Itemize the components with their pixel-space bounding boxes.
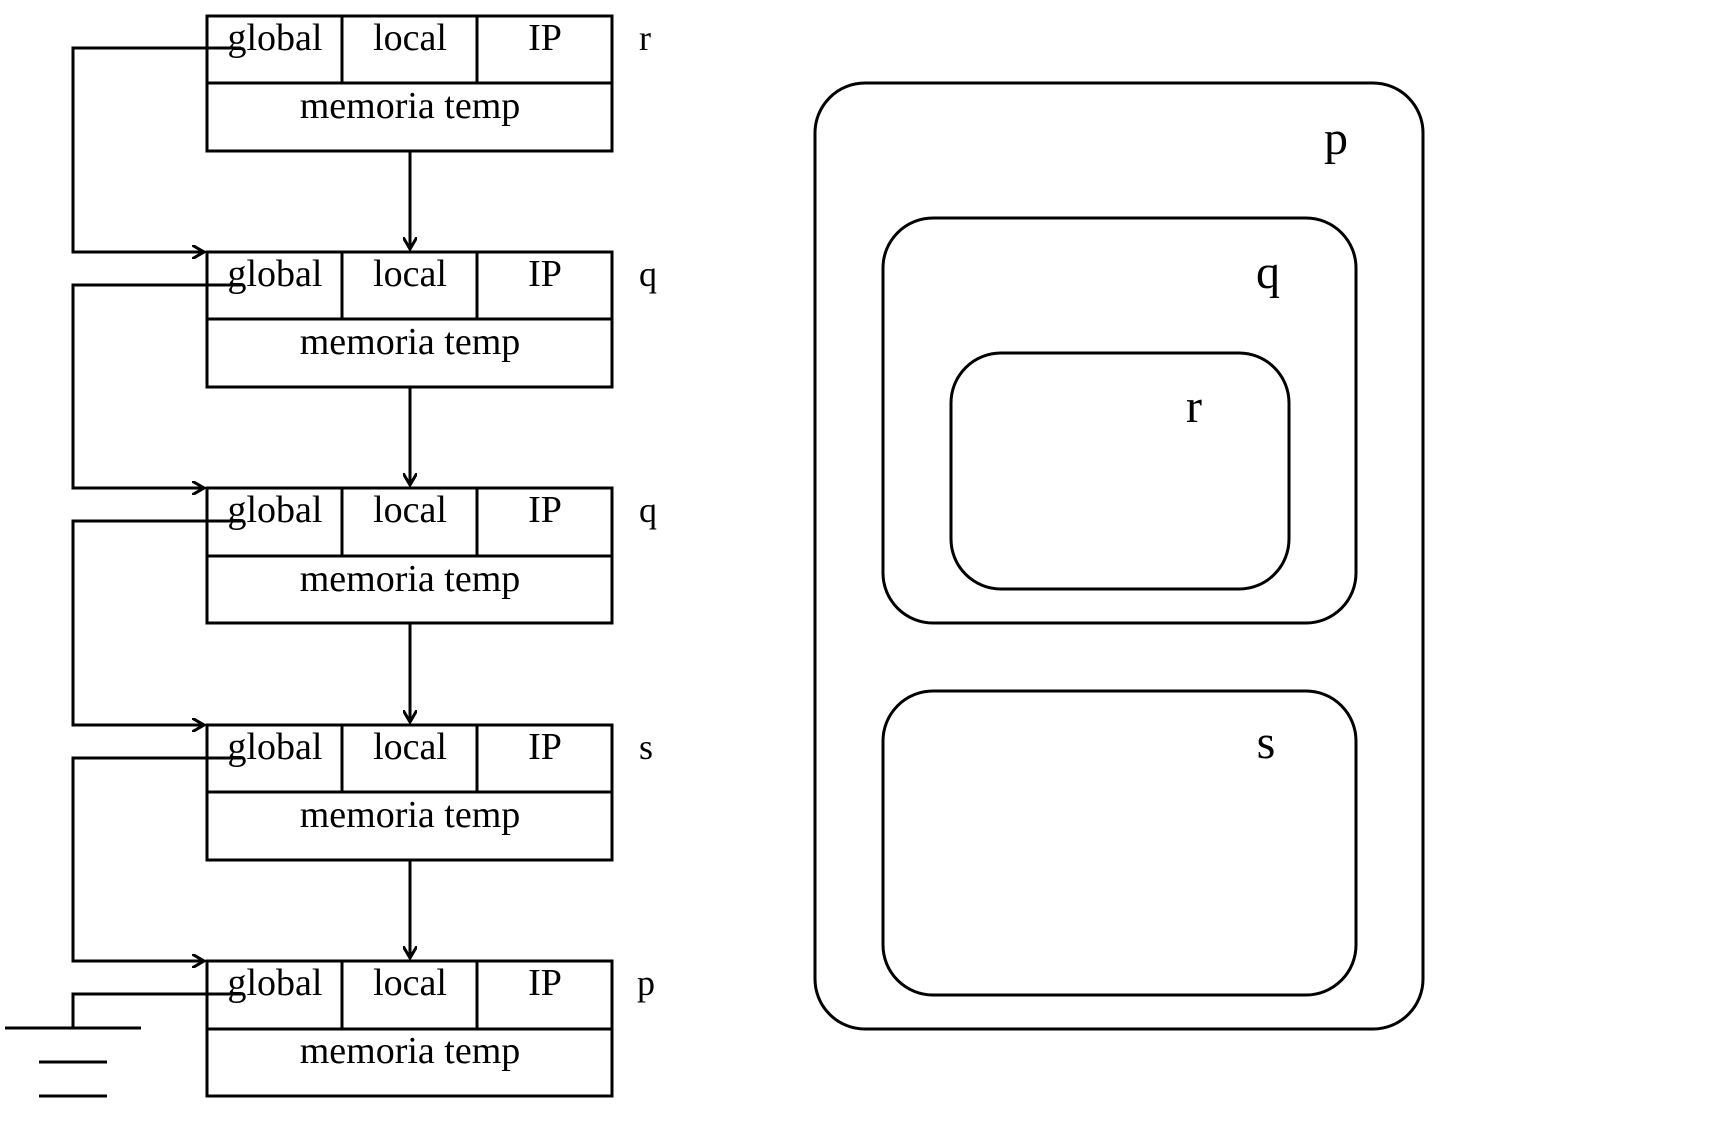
- ip-cell-label: IP: [528, 253, 562, 295]
- static-link-arrow: [71, 46, 241, 252]
- ip-cell-label: IP: [528, 962, 562, 1004]
- scope-p-label: p: [1324, 112, 1348, 165]
- frame-name-label: r: [639, 18, 651, 58]
- static-link-arrow: [71, 519, 241, 725]
- local-cell-label: local: [373, 962, 447, 1004]
- scope-q-label: q: [1256, 246, 1280, 299]
- ip-cell-label: IP: [528, 17, 562, 59]
- global-cell-label: global: [228, 962, 323, 1004]
- activation-record-frame-s: global local IP memoria temp s: [205, 723, 653, 862]
- static-link-arrow: [71, 756, 241, 961]
- local-cell-label: local: [373, 17, 447, 59]
- activation-stack: global local IP memoria temp r global lo…: [5, 14, 657, 1098]
- scope-nesting: p q r s: [813, 81, 1425, 1031]
- global-cell-label: global: [228, 253, 323, 295]
- local-cell-label: local: [373, 726, 447, 768]
- frame-name-label: p: [637, 963, 655, 1003]
- scope-s: [881, 689, 1358, 997]
- temp-memory-label: memoria temp: [300, 85, 521, 127]
- temp-memory-label: memoria temp: [300, 558, 521, 600]
- scope-q: [881, 216, 1358, 625]
- local-cell-label: local: [373, 489, 447, 531]
- scope-r: [949, 351, 1291, 591]
- ip-cell-label: IP: [528, 489, 562, 531]
- temp-memory-label: memoria temp: [300, 1030, 521, 1072]
- ip-cell-label: IP: [528, 726, 562, 768]
- ground-icon: [5, 992, 241, 1098]
- frame-name-label: q: [639, 490, 657, 530]
- scope-p: [813, 81, 1425, 1031]
- global-cell-label: global: [228, 489, 323, 531]
- local-cell-label: local: [373, 253, 447, 295]
- scope-r-label: r: [1186, 380, 1202, 433]
- activation-record-frame-q-2: global local IP memoria temp q: [205, 486, 657, 625]
- activation-record-frame-p: global local IP memoria temp p: [205, 959, 655, 1098]
- temp-memory-label: memoria temp: [300, 794, 521, 836]
- activation-record-frame-q-1: global local IP memoria temp q: [205, 250, 657, 389]
- global-cell-label: global: [228, 17, 323, 59]
- activation-record-frame-r: global local IP memoria temp r: [205, 14, 651, 153]
- global-cell-label: global: [228, 726, 323, 768]
- temp-memory-label: memoria temp: [300, 321, 521, 363]
- scope-s-label: s: [1257, 716, 1276, 769]
- frame-name-label: s: [639, 727, 653, 767]
- frame-name-label: q: [639, 254, 657, 294]
- static-link-arrow: [71, 283, 241, 488]
